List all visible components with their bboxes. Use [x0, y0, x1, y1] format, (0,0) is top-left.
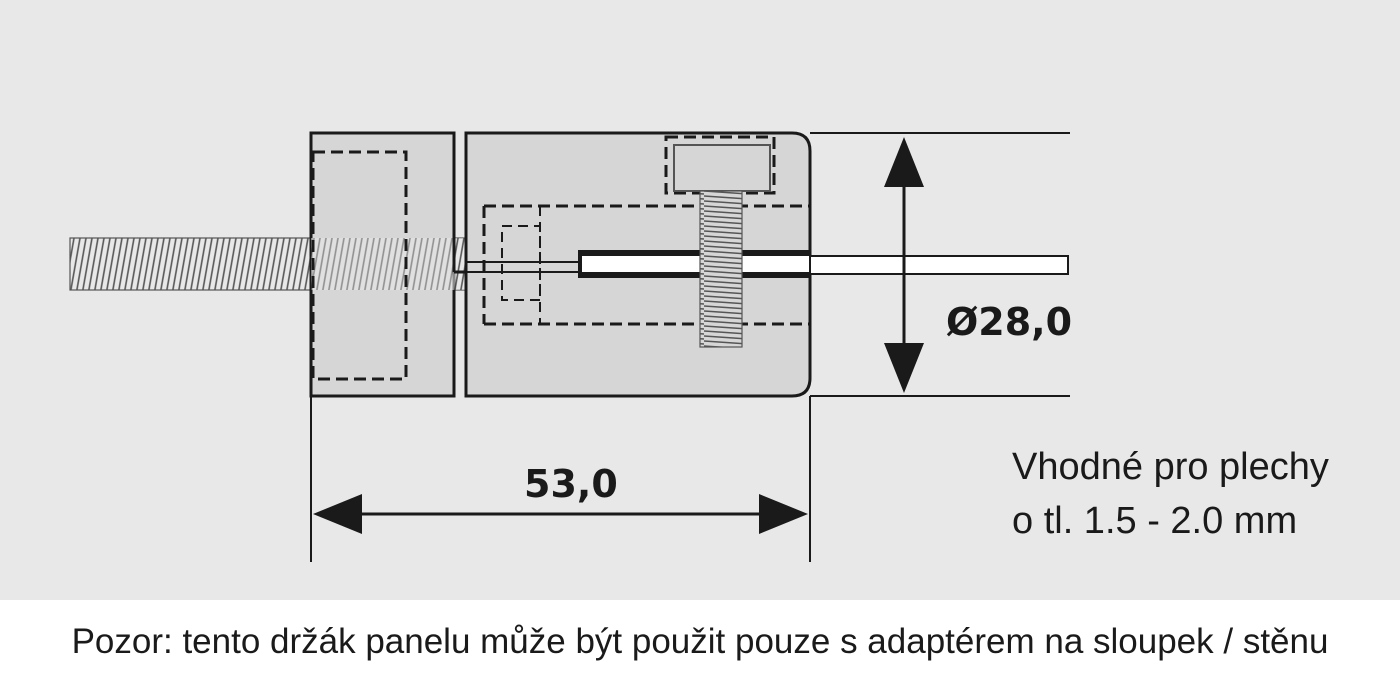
panel-holder-drawing — [69, 131, 1070, 562]
note-line-1: Vhodné pro plechy — [1012, 446, 1329, 488]
warning-bar — [0, 600, 1400, 690]
hidden-bore-outline — [482, 204, 810, 326]
diameter-dimension-label: Ø28,0 — [946, 300, 1073, 344]
note-line-2: o tl. 1.5 - 2.0 mm — [1012, 500, 1298, 542]
length-arrow-right — [759, 494, 808, 534]
hidden-nut-outline — [311, 150, 408, 381]
rod-inside-housing — [311, 238, 482, 290]
screw-shank — [699, 190, 743, 348]
warning-text: Pozor: tento držák panelu může být použi… — [71, 622, 1329, 661]
length-dimension-label: 53,0 — [524, 462, 618, 506]
diameter-arrow-up — [884, 137, 924, 187]
technical-drawing-area: Ø28,0 53,0 Vhodné pro plechy o tl. 1.5 -… — [0, 0, 1400, 600]
sheet-slot-inner — [582, 256, 810, 272]
sheet-panel — [809, 255, 1069, 275]
sheet-thickness-note: Vhodné pro plechy o tl. 1.5 - 2.0 mm — [1012, 440, 1329, 548]
screw-head — [673, 144, 771, 192]
hidden-insert-outline — [501, 225, 541, 301]
diameter-arrow-down — [884, 343, 924, 393]
length-arrow-left — [313, 494, 362, 534]
